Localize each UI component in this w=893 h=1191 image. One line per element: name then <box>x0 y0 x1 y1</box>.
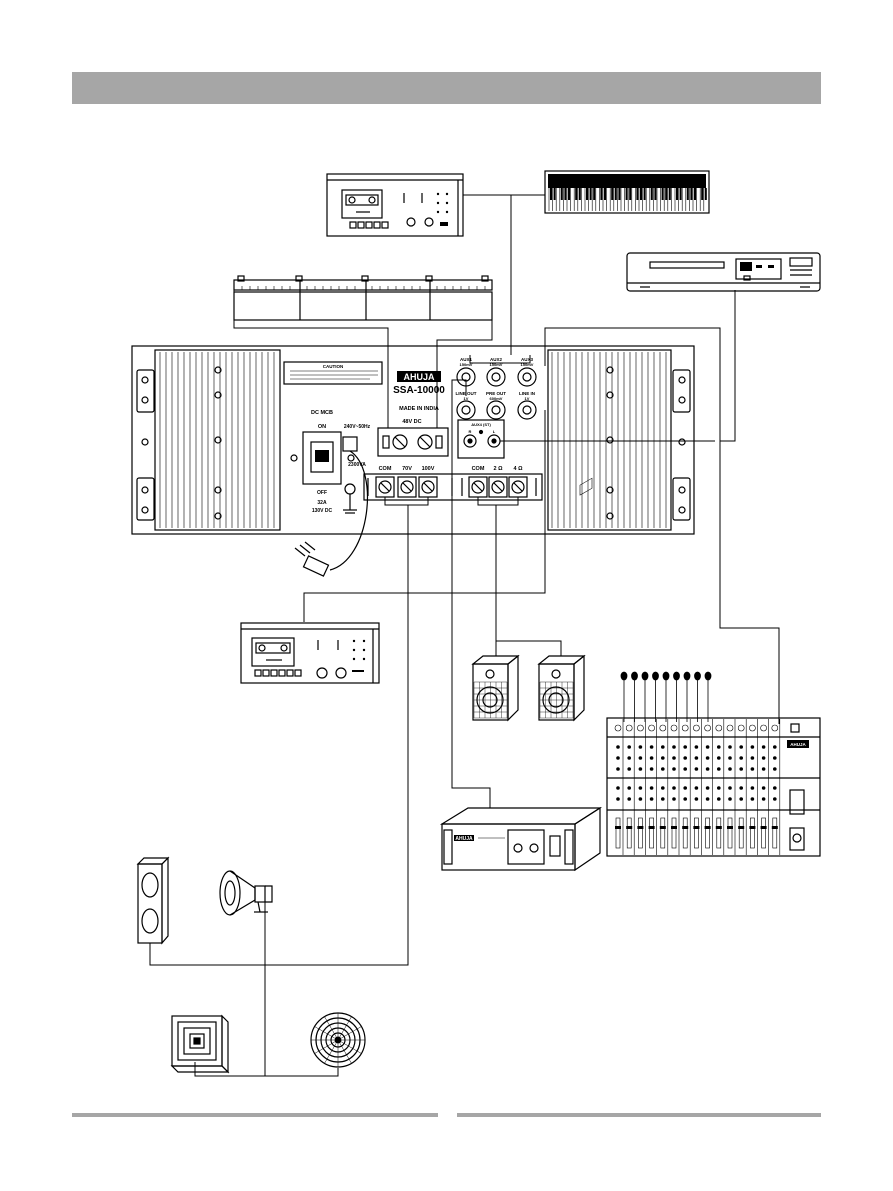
com-label-2: COM <box>472 466 485 472</box>
aux4-label: AUX4 (ST) <box>471 422 491 427</box>
mains-label: 240V~50Hz <box>344 424 371 430</box>
aux1-level: 150mV <box>460 362 473 367</box>
microphones <box>620 671 712 722</box>
aux2-label: AUX2 <box>490 357 503 362</box>
dc-mcb-label: DC MCB <box>311 410 333 416</box>
aux3-label: AUX3 <box>521 357 534 362</box>
booster-brand: AHUJA <box>455 836 473 842</box>
com-label-1: COM <box>379 466 392 472</box>
wiring <box>149 194 780 1077</box>
aux3-level: 150mV <box>521 362 534 367</box>
aux2-level: 150mV <box>490 362 503 367</box>
100v-label: 100V <box>422 466 435 472</box>
aux1-label: AUX1 <box>460 357 473 362</box>
pa-speaker-left <box>471 654 520 722</box>
line-out-level: 1V <box>464 396 469 401</box>
mixer-console <box>606 717 821 857</box>
pa-speakers <box>471 654 586 722</box>
footer-rule-right <box>457 1113 821 1117</box>
model-label: SSA-10000 <box>393 385 445 396</box>
booster-amplifier <box>439 477 603 872</box>
footer-rule-left <box>72 1113 438 1117</box>
battery-bank <box>233 275 493 321</box>
panel-labels: AHUJA SSA-10000 MADE IN INDIA CAUTION DC… <box>311 357 806 842</box>
amplifier-rear-panel <box>131 345 695 535</box>
column-speaker <box>136 856 170 945</box>
dvd-player <box>626 252 821 292</box>
ceiling-speaker-round <box>310 1012 366 1068</box>
power-label: 2300VA <box>348 462 366 468</box>
pa-speaker-right <box>537 654 586 722</box>
pre-out-level: 600mV <box>490 396 503 401</box>
header-bar <box>72 72 821 104</box>
aux4-l-label: L <box>493 429 496 434</box>
brand-logo: AHUJA <box>403 372 435 382</box>
cassette-deck-top <box>326 173 464 237</box>
2ohm-label: 2 Ω <box>494 466 504 472</box>
made-in-label: MADE IN INDIA <box>399 406 439 412</box>
keyboard-synth <box>544 170 710 214</box>
mains-plug <box>294 450 369 577</box>
line-in-level: 1V <box>525 396 530 401</box>
dc-input-label: 48V DC <box>402 419 421 425</box>
mcb-on-label: ON <box>318 424 326 430</box>
mcb-off-label: OFF <box>317 490 327 496</box>
caution-title: CAUTION <box>323 364 344 369</box>
line-out-label: LINE OUT <box>456 391 477 396</box>
cassette-deck-lower <box>240 622 380 684</box>
mcb-rating-amps: 32A <box>317 500 327 506</box>
pre-out-label: PRE OUT <box>486 391 506 396</box>
70v-label: 70V <box>402 466 412 472</box>
4ohm-label: 4 Ω <box>514 466 524 472</box>
aux4-r-label: R <box>469 429 472 434</box>
horn-speaker <box>219 870 273 916</box>
ceiling-speaker-square <box>170 1014 230 1074</box>
line-in-label: LINE IN <box>519 391 535 396</box>
mcb-rating-volts: 130V DC <box>312 508 333 514</box>
mixer-brand: AHUJA <box>790 742 806 747</box>
